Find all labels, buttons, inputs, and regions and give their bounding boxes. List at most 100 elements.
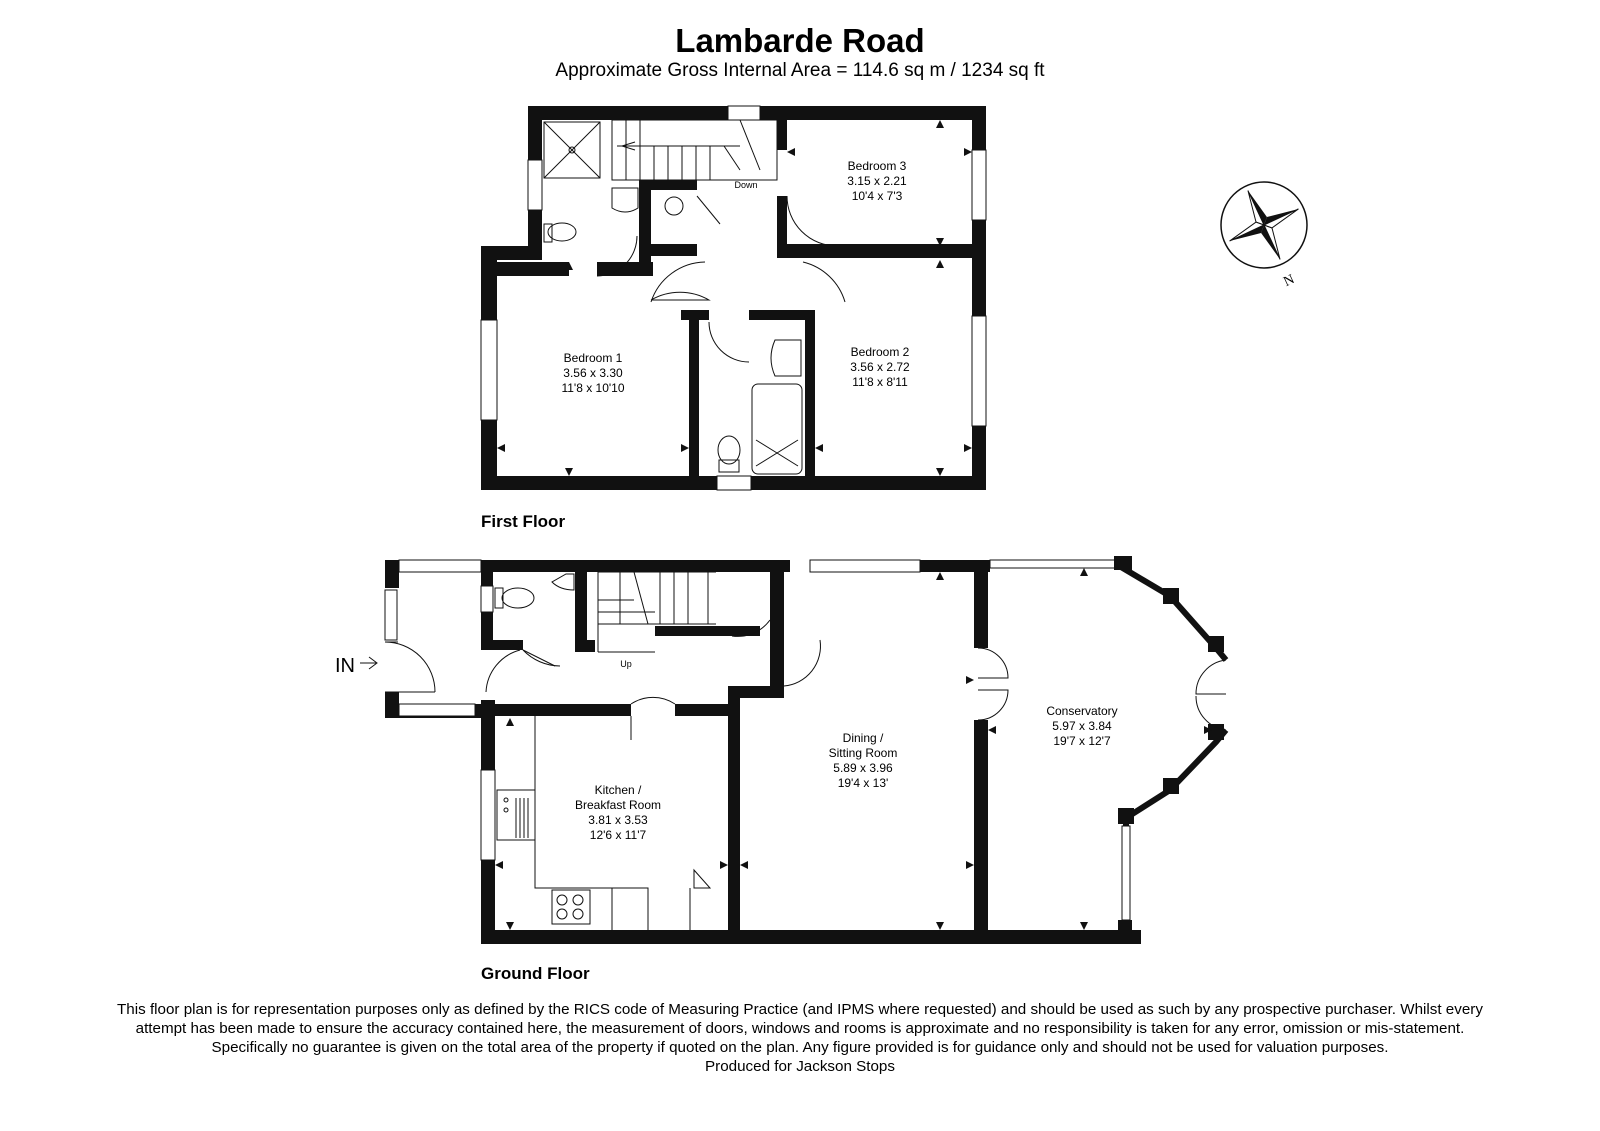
window bbox=[480, 319, 498, 421]
staircase bbox=[611, 119, 778, 181]
room-imperial-dining: 19'4 x 13' bbox=[838, 776, 889, 790]
wall bbox=[777, 244, 972, 258]
room-imperial-bedroom-2: 11'8 x 8'11 bbox=[852, 375, 908, 389]
window bbox=[1121, 825, 1131, 921]
door-swing bbox=[786, 195, 838, 247]
french-door bbox=[1195, 659, 1227, 695]
dimension-arrows bbox=[497, 120, 972, 476]
window bbox=[989, 559, 1117, 569]
wall bbox=[1118, 920, 1132, 944]
door-swing bbox=[802, 261, 846, 303]
door-swing bbox=[630, 696, 676, 705]
first-floor-label: First Floor bbox=[481, 512, 566, 531]
shower-tray bbox=[543, 121, 601, 179]
wall bbox=[728, 686, 784, 698]
room-name-bedroom-1: Bedroom 1 bbox=[564, 351, 623, 365]
stairs-down-label: Down bbox=[734, 180, 757, 190]
wall bbox=[655, 626, 760, 636]
toilet bbox=[501, 587, 535, 609]
disclaimer-text: This floor plan is for representation pu… bbox=[117, 1001, 1483, 1056]
french-door bbox=[977, 647, 1009, 679]
room-metric-bedroom-1: 3.56 x 3.30 bbox=[563, 366, 623, 380]
wall bbox=[481, 930, 1141, 944]
room-metric-kitchen: 3.81 x 3.53 bbox=[588, 813, 648, 827]
wall bbox=[770, 572, 784, 687]
window bbox=[398, 703, 476, 717]
door-swing bbox=[596, 235, 638, 277]
wall bbox=[481, 704, 631, 716]
room-imperial-kitchen: 12'6 x 11'7 bbox=[590, 828, 647, 842]
produced-for-text: Produced for Jackson Stops bbox=[705, 1058, 895, 1075]
window bbox=[384, 589, 398, 641]
bath bbox=[751, 383, 803, 475]
room-name-kitchen-line2: Breakfast Room bbox=[575, 798, 661, 812]
room-imperial-bedroom-1: 11'8 x 10'10 bbox=[561, 381, 624, 395]
hob bbox=[551, 889, 591, 925]
wall bbox=[385, 560, 399, 588]
wall bbox=[749, 310, 815, 320]
room-imperial-bedroom-3: 10'4 x 7'3 bbox=[852, 189, 903, 203]
disclaimer-block: This floor plan is for representation pu… bbox=[100, 1000, 1500, 1076]
wall bbox=[1163, 778, 1179, 794]
ground-floor-label: Ground Floor bbox=[481, 964, 590, 983]
wall bbox=[920, 560, 990, 572]
room-name-bedroom-2: Bedroom 2 bbox=[851, 345, 910, 359]
door-swing bbox=[731, 619, 771, 637]
door-swing bbox=[522, 649, 561, 667]
wall bbox=[493, 640, 523, 650]
wall bbox=[651, 244, 697, 256]
room-metric-bedroom-2: 3.56 x 2.72 bbox=[850, 360, 910, 374]
entrance-label: IN bbox=[335, 655, 355, 677]
wall bbox=[575, 640, 595, 652]
compass-icon: N bbox=[1220, 181, 1308, 290]
wall bbox=[639, 180, 651, 276]
door-swing bbox=[783, 639, 821, 687]
room-metric-dining: 5.89 x 3.96 bbox=[833, 761, 893, 775]
page-title: Lambarde Road bbox=[675, 22, 925, 59]
ground-staircase bbox=[597, 571, 716, 653]
wall bbox=[1118, 808, 1134, 824]
toilet bbox=[547, 222, 577, 242]
wall bbox=[497, 262, 569, 276]
wall bbox=[651, 180, 697, 190]
room-name-dining-line2: Sitting Room bbox=[829, 746, 898, 760]
window bbox=[809, 559, 921, 573]
wall bbox=[728, 686, 740, 944]
door-swing bbox=[485, 649, 521, 693]
wall bbox=[974, 560, 988, 648]
cylinder bbox=[664, 196, 684, 216]
room-name-kitchen-line1: Kitchen / bbox=[595, 783, 642, 797]
wall bbox=[777, 120, 787, 150]
room-labels: Bedroom 3 3.15 x 2.21 10'4 x 7'3 Bedroom… bbox=[335, 159, 1118, 842]
wall bbox=[1208, 724, 1224, 740]
window bbox=[716, 475, 752, 491]
sink bbox=[496, 789, 536, 841]
ground-floor-plan bbox=[360, 556, 1229, 944]
boiler bbox=[693, 868, 712, 889]
toilet bbox=[717, 435, 741, 465]
entrance-door-swing bbox=[384, 641, 436, 693]
wall bbox=[1114, 556, 1132, 570]
basin bbox=[770, 339, 802, 377]
room-name-dining-line1: Dining / bbox=[843, 731, 884, 745]
room-name-bedroom-3: Bedroom 3 bbox=[848, 159, 907, 173]
wall bbox=[974, 720, 988, 944]
room-imperial-conservatory: 19'7 x 12'7 bbox=[1053, 734, 1111, 748]
first-floor-plan bbox=[480, 105, 987, 491]
room-metric-conservatory: 5.97 x 3.84 bbox=[1052, 719, 1112, 733]
window bbox=[398, 559, 482, 573]
wall bbox=[777, 196, 787, 246]
window bbox=[480, 585, 494, 613]
wall bbox=[681, 310, 699, 320]
compass-north-label: N bbox=[1281, 272, 1297, 290]
window bbox=[971, 315, 987, 427]
wall bbox=[805, 310, 815, 476]
stair-treads bbox=[617, 119, 761, 180]
door-swing bbox=[708, 321, 750, 363]
wall bbox=[1208, 636, 1224, 652]
basin bbox=[611, 187, 639, 213]
wall bbox=[689, 310, 699, 476]
wall bbox=[1163, 588, 1179, 604]
room-metric-bedroom-3: 3.15 x 2.21 bbox=[847, 174, 907, 188]
window bbox=[527, 159, 543, 211]
